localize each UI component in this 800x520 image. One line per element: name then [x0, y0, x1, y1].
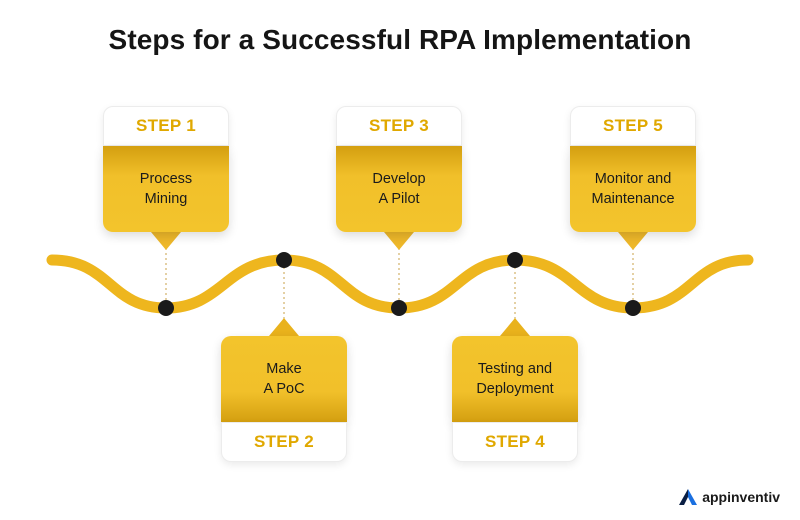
pointer-step-2: [269, 318, 299, 336]
step-4-text: Testing and Deployment: [452, 336, 578, 422]
brand-name: appinventiv: [702, 489, 780, 505]
timeline-dot-1: [158, 300, 174, 316]
step-4-card: Testing and Deployment STEP 4: [452, 336, 578, 462]
appinventiv-logo-icon: [679, 489, 698, 505]
step-3-card: STEP 3 Develop A Pilot: [336, 106, 462, 232]
step-2-label: STEP 2: [221, 422, 347, 462]
timeline-dot-2: [276, 252, 292, 268]
timeline-dot-3: [391, 300, 407, 316]
step-2-text: Make A PoC: [221, 336, 347, 422]
timeline-dot-4: [507, 252, 523, 268]
step-1-label: STEP 1: [103, 106, 229, 146]
pointer-step-5: [618, 232, 648, 250]
step-1-text: Process Mining: [103, 146, 229, 232]
timeline-dot-5: [625, 300, 641, 316]
pointer-step-4: [500, 318, 530, 336]
page-title: Steps for a Successful RPA Implementatio…: [108, 24, 692, 55]
step-3-text: Develop A Pilot: [336, 146, 462, 232]
step-5-label: STEP 5: [570, 106, 696, 146]
step-5-text: Monitor and Maintenance: [570, 146, 696, 232]
step-2-card: Make A PoC STEP 2: [221, 336, 347, 462]
step-3-label: STEP 3: [336, 106, 462, 146]
step-5-card: STEP 5 Monitor and Maintenance: [570, 106, 696, 232]
step-1-card: STEP 1 Process Mining: [103, 106, 229, 232]
pointer-step-3: [384, 232, 414, 250]
pointer-step-1: [151, 232, 181, 250]
brand-logo: appinventiv: [678, 488, 780, 506]
step-4-label: STEP 4: [452, 422, 578, 462]
